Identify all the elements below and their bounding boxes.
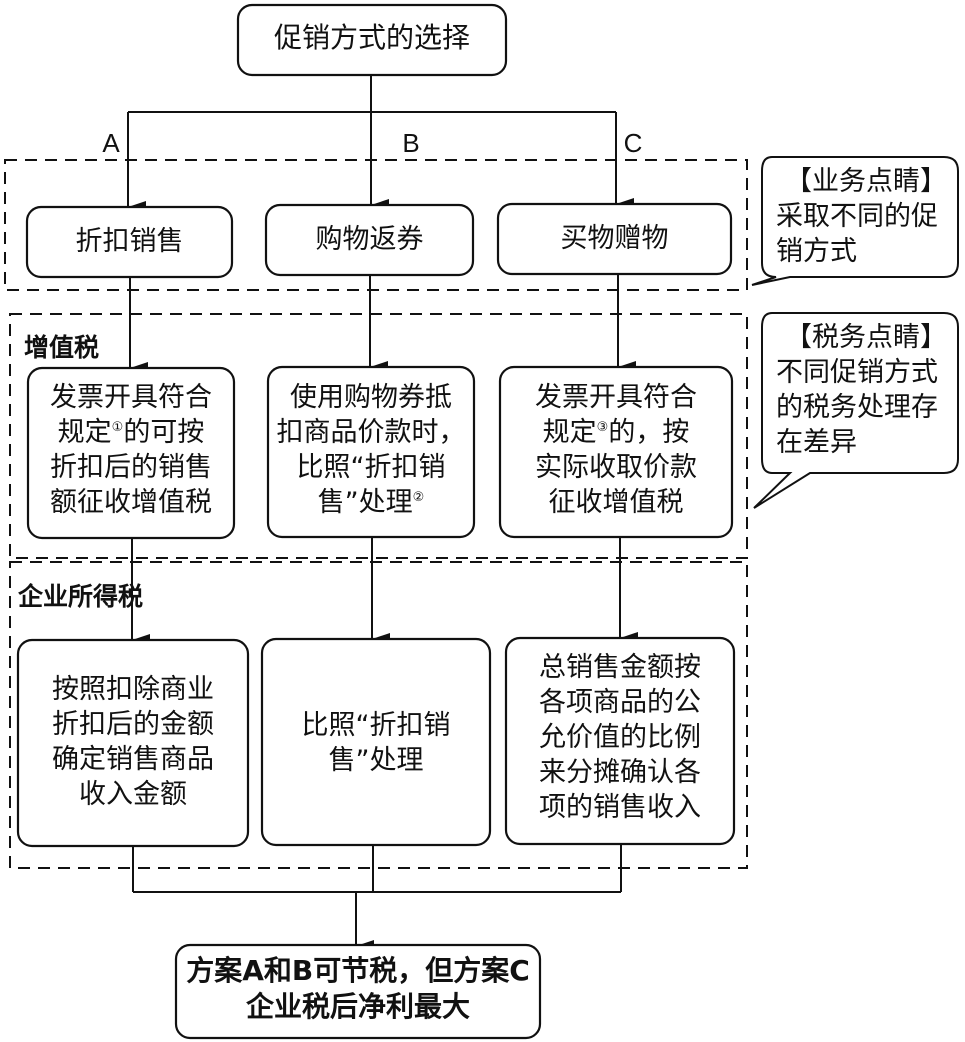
branch-label-a: A bbox=[102, 128, 120, 158]
result-text: 方案A和B可节税，但方案C 企业税后净利最大 bbox=[186, 954, 530, 1024]
vat-section-frame bbox=[9, 313, 748, 559]
footnote-marker: ① bbox=[111, 420, 124, 436]
vat-text-b: 使用购物券抵 扣商品价款时， 比照“折扣销 售”处理② bbox=[276, 382, 466, 519]
cit-text-c: 总销售金额按 各项商品的公 允价值的比例 来分摊确认各 项的销售收入 bbox=[539, 652, 701, 824]
tax-callout-text: 【税务点睛】 不同促销方式 的税务处理存 在差异 bbox=[776, 320, 956, 460]
cit-text-a: 按照扣除商业 折扣后的金额 确定销售商品 收入金额 bbox=[52, 674, 214, 811]
footnote-marker: ② bbox=[412, 490, 425, 506]
method-label-a: 折扣销售 bbox=[75, 226, 184, 257]
root-node-label: 促销方式的选择 bbox=[273, 21, 470, 54]
footnote-marker: ③ bbox=[596, 420, 609, 436]
vat-box-c bbox=[498, 365, 734, 539]
business-callout-bubble bbox=[751, 156, 959, 286]
vat-text-c: 发票开具符合 规定③的，按 实际收取价款 征收增值税 bbox=[535, 382, 697, 519]
vat-text-a: 发票开具符合 规定①的可按 折扣后的销售 额征收增值税 bbox=[50, 382, 212, 519]
method-box-c bbox=[496, 202, 733, 276]
result-box bbox=[174, 943, 542, 1040]
cit-text-b: 比照“折扣销 售”处理 bbox=[301, 710, 451, 777]
branch-label-b: B bbox=[402, 128, 420, 158]
tax-callout-bubble bbox=[753, 312, 959, 509]
cit-box-b bbox=[260, 637, 492, 847]
method-label-c: 买物赠物 bbox=[560, 223, 669, 254]
method-label-b: 购物返券 bbox=[315, 224, 424, 255]
cit-section-label: 企业所得税 bbox=[18, 582, 144, 611]
tax-callout-title: 【税务点睛】 bbox=[785, 322, 947, 353]
branch-label-c: C bbox=[623, 128, 643, 158]
business-section-frame bbox=[4, 159, 748, 291]
business-callout-title: 【业务点睛】 bbox=[785, 166, 947, 197]
cit-section-frame bbox=[9, 561, 748, 869]
vat-section-label: 增值税 bbox=[24, 333, 100, 362]
business-callout-text: 【业务点睛】 采取不同的促 销方式 bbox=[776, 164, 956, 269]
